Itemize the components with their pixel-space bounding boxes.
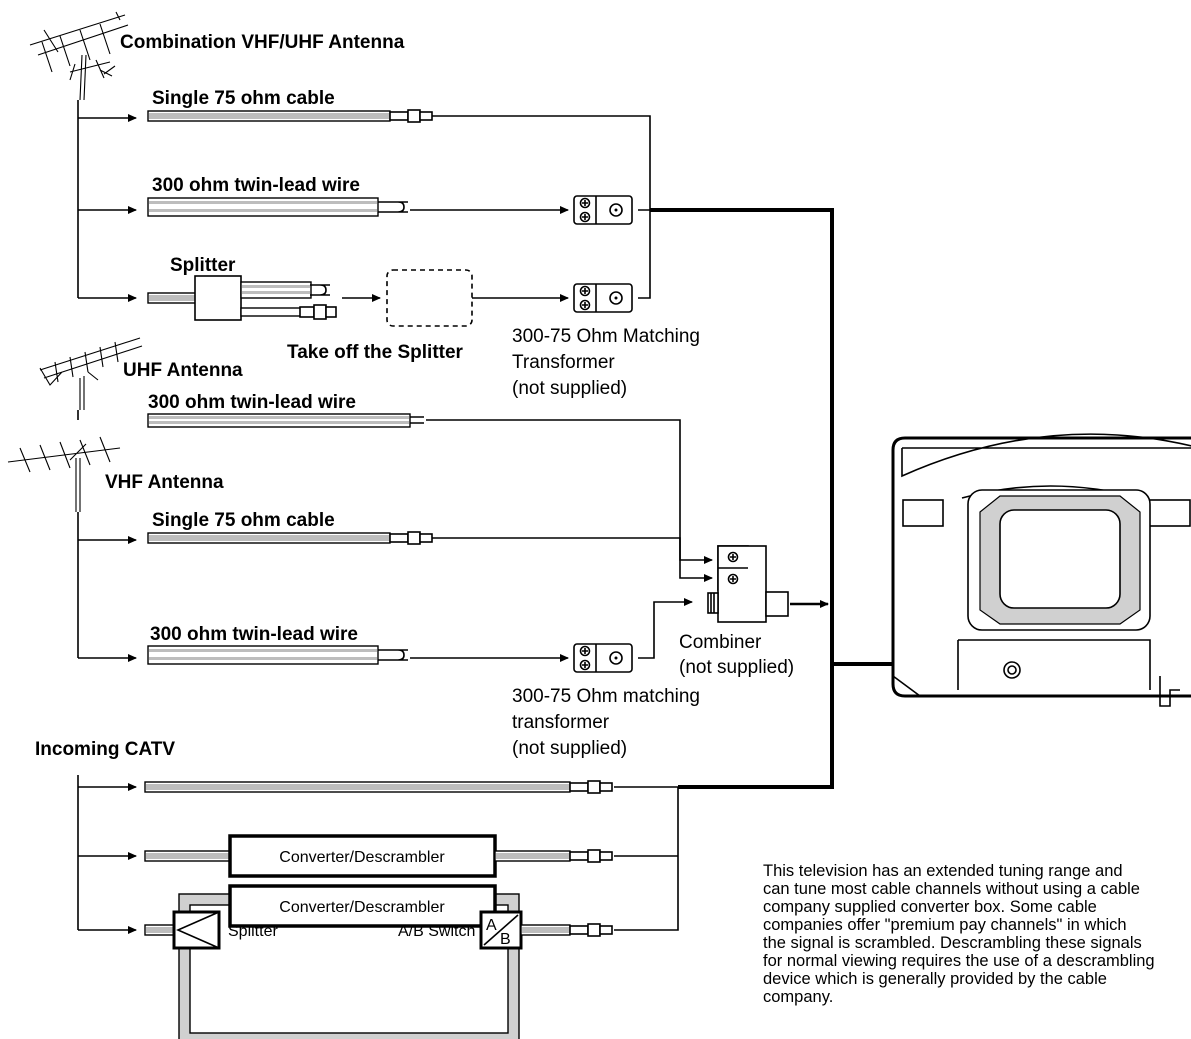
catv-cable-1: [144, 780, 613, 794]
label-twin300-a: 300 ohm twin-lead wire: [152, 175, 360, 196]
catv-cable-2: [144, 834, 613, 878]
label-transformer-3: (not supplied): [512, 378, 627, 399]
label-transformer-2: Transformer: [512, 352, 615, 373]
label-splitter: Splitter: [170, 255, 236, 276]
label-matching-2: transformer: [512, 712, 610, 733]
label-take-off: Take off the Splitter: [287, 342, 464, 363]
vhf-antenna-icon: [7, 436, 121, 512]
transformer-b: [573, 283, 633, 313]
catv-cable-3: A B: [144, 884, 613, 1039]
label-converter-1: Converter/Descrambler: [279, 849, 445, 866]
label-twin300-b: 300 ohm twin-lead wire: [148, 392, 356, 413]
label-matching-1: 300-75 Ohm matching: [512, 686, 700, 707]
label-converter-2: Converter/Descrambler: [279, 899, 445, 916]
splitter-box: [194, 275, 242, 321]
label-combiner-2: (not supplied): [679, 657, 794, 678]
svg-text:B: B: [500, 931, 511, 948]
combo-antenna-icon: [29, 11, 129, 101]
splitter-row: [147, 275, 337, 321]
label-uhf-antenna: UHF Antenna: [123, 360, 243, 381]
connection-lines: [410, 115, 713, 931]
removed-splitter-outline: [386, 269, 473, 327]
converter-box-2: [228, 884, 497, 928]
label-catv: Incoming CATV: [35, 739, 175, 760]
label-ab-switch: A/B Switch: [398, 923, 475, 940]
transformer-a: [573, 195, 633, 225]
branch-arrows: [78, 114, 137, 934]
label-combo-antenna: Combination VHF/UHF Antenna: [120, 32, 405, 53]
svg-text:A: A: [486, 917, 497, 934]
combiner: [707, 545, 789, 623]
single75-cable-b: [147, 531, 433, 545]
twin-lead-a: [147, 197, 408, 217]
transformer-c: [573, 643, 633, 673]
label-transformer-1: 300-75 Ohm Matching: [512, 326, 700, 347]
tv-rear-icon: [891, 433, 1191, 707]
twin-lead-b: [147, 413, 424, 428]
label-matching-3: (not supplied): [512, 738, 627, 759]
label-vhf-antenna: VHF Antenna: [105, 472, 224, 493]
splitter-small-box: [172, 910, 221, 950]
single75-cable-a: [147, 109, 433, 123]
uhf-antenna-icon: [39, 337, 143, 410]
label-single75-a: Single 75 ohm cable: [152, 88, 335, 109]
label-splitter-small: Splitter: [228, 923, 278, 940]
cable-note-paragraph: This television has an extended tuning r…: [763, 862, 1155, 1006]
twin-lead-c: [147, 645, 408, 665]
label-twin300-c: 300 ohm twin-lead wire: [150, 624, 358, 645]
label-single75-b: Single 75 ohm cable: [152, 510, 335, 531]
label-combiner-1: Combiner: [679, 632, 762, 653]
